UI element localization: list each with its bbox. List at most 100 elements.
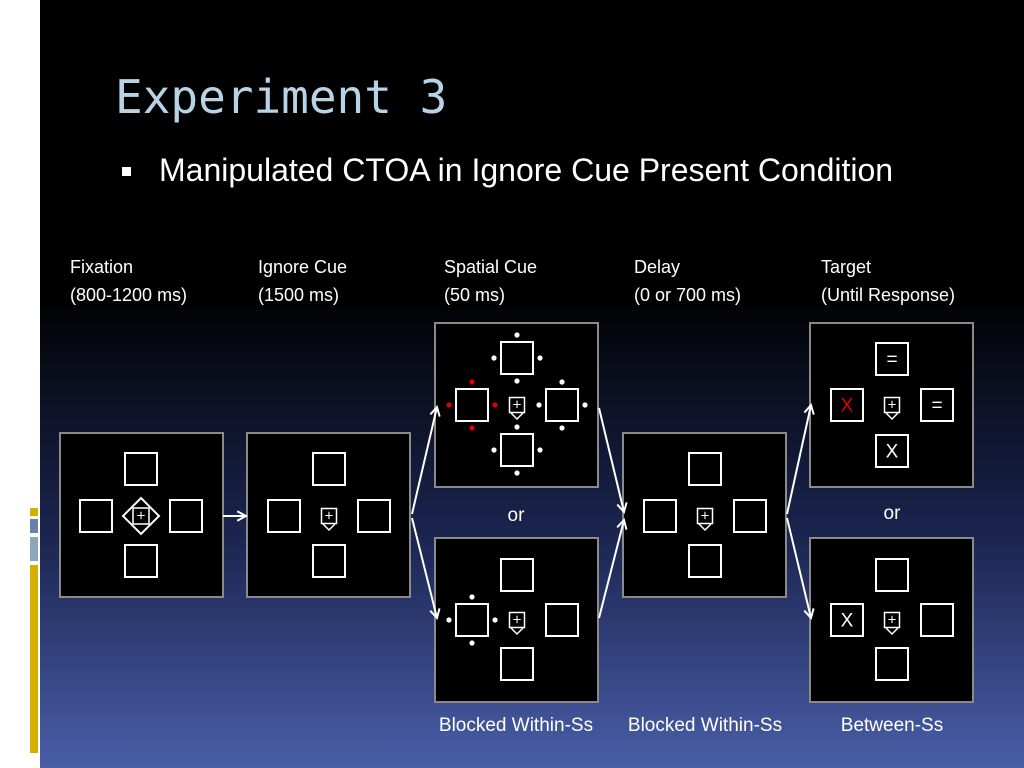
stage-name: Target: [821, 257, 872, 277]
stage-label-delay: Delay (0 or 700 ms): [634, 253, 741, 309]
placeholder-box: [688, 544, 722, 578]
placeholder-box: [79, 499, 113, 533]
cue-dot: [492, 617, 498, 623]
cue-dot: [514, 424, 520, 430]
bullet-item: Manipulated CTOA in Ignore Cue Present C…: [122, 152, 893, 189]
arrow-delay-to-target-bottom: [786, 517, 812, 619]
arrowhead: [616, 502, 628, 515]
panel-target-bottom: X+: [809, 537, 974, 703]
cue-dot: [514, 332, 520, 338]
footer-label-delay: Blocked Within-Ss: [627, 715, 783, 736]
placeholder-box: [500, 433, 534, 467]
placeholder-box: [169, 499, 203, 533]
placeholder-box: [455, 603, 489, 637]
placeholder-box: [830, 603, 864, 637]
panel-fixation: +: [59, 432, 224, 598]
display-panel: [809, 537, 974, 703]
cue-dot: [469, 640, 475, 646]
display-panel: [434, 537, 599, 703]
ignore-cue-chevron: [510, 412, 524, 421]
placeholder-box: [830, 388, 864, 422]
footer-label-spatial-cue: Blocked Within-Ss: [438, 715, 594, 736]
stage-duration: (0 or 700 ms): [634, 285, 742, 305]
placeholder-box: [688, 452, 722, 486]
distractor-x: X: [886, 442, 899, 463]
placeholder-box: [875, 558, 909, 592]
stage-duration: (800-1200 ms): [70, 285, 188, 305]
display-panel: [622, 432, 787, 598]
ignore-cue-chevron: [885, 627, 899, 636]
fixation-box: [696, 507, 714, 525]
placeholder-box: [920, 603, 954, 637]
cue-dot: [559, 379, 565, 385]
cue-dot: [491, 355, 497, 361]
stage-label-target: Target (Until Response): [821, 253, 955, 309]
sidebar-decoration: [0, 508, 40, 768]
bullet-square-icon: [122, 167, 131, 176]
sidebar-footer: [0, 753, 40, 768]
placeholder-box: [545, 388, 579, 422]
cue-dot: [537, 355, 543, 361]
fixation-plus: +: [137, 508, 146, 525]
sidebar-bar-yellow: [30, 565, 38, 753]
panel-target-top: =XX=+: [809, 322, 974, 488]
bullet-text: Manipulated CTOA in Ignore Cue Present C…: [159, 152, 894, 188]
stage-label-fixation: Fixation (800-1200 ms): [70, 253, 187, 309]
or-label-target: or: [883, 503, 901, 524]
placeholder-box: [124, 544, 158, 578]
target-x: X: [841, 611, 854, 632]
cue-dot: [514, 378, 520, 384]
fixation-plus: +: [325, 508, 334, 525]
cue-dot: [446, 617, 452, 623]
cue-dot: [537, 447, 543, 453]
sidebar-square-slate: [30, 519, 38, 533]
placeholder-box: [545, 603, 579, 637]
stage-duration: (1500 ms): [258, 285, 340, 305]
cue-dot-red: [469, 379, 475, 385]
arrow-delay-to-target-top: [786, 404, 812, 515]
arrow-spatial-bottom-to-delay: [598, 519, 625, 619]
fixation-diamond: [121, 496, 161, 536]
footer-label-target: Between-Ss: [840, 715, 944, 736]
or-label-spatial-cue: or: [507, 505, 525, 526]
cue-dot: [469, 594, 475, 600]
fixation-plus: +: [513, 612, 522, 629]
placeholder-box: [875, 434, 909, 468]
arrowhead: [236, 510, 249, 522]
arrow-spatial-top-to-delay: [598, 407, 625, 513]
placeholder-box: [312, 452, 346, 486]
fixation-box: [508, 611, 526, 629]
arrowhead: [429, 608, 441, 621]
stage-duration: (50 ms): [444, 285, 506, 305]
arrowhead: [429, 404, 441, 417]
ignore-cue-chevron: [510, 627, 524, 636]
sidebar-square-teal: [30, 537, 38, 561]
arrowhead: [616, 517, 628, 530]
display-panel: [434, 322, 599, 488]
target-x-red: X: [841, 396, 854, 417]
cue-dot-red: [469, 425, 475, 431]
fixation-plus: +: [701, 508, 710, 525]
placeholder-box: [733, 499, 767, 533]
fixation-plus: +: [513, 397, 522, 414]
arrowhead: [803, 402, 815, 415]
fixation-box: [132, 507, 150, 525]
cue-dot-red: [492, 402, 498, 408]
placeholder-box: [875, 647, 909, 681]
ignore-cue-chevron: [322, 523, 336, 532]
placeholder-box: [500, 341, 534, 375]
placeholder-box: [500, 647, 534, 681]
fixation-box: [320, 507, 338, 525]
panel-spatial-cue-top: +: [434, 322, 599, 488]
sidebar-square-yellow: [30, 508, 38, 516]
display-panel: [246, 432, 411, 598]
placeholder-box: [357, 499, 391, 533]
fixation-box: [883, 611, 901, 629]
placeholder-box: [875, 342, 909, 376]
cue-dot: [559, 425, 565, 431]
ignore-cue-chevron: [698, 523, 712, 532]
stage-label-spatial-cue: Spatial Cue (50 ms): [444, 253, 537, 309]
cue-dot: [582, 402, 588, 408]
stage-name: Fixation: [70, 257, 134, 277]
